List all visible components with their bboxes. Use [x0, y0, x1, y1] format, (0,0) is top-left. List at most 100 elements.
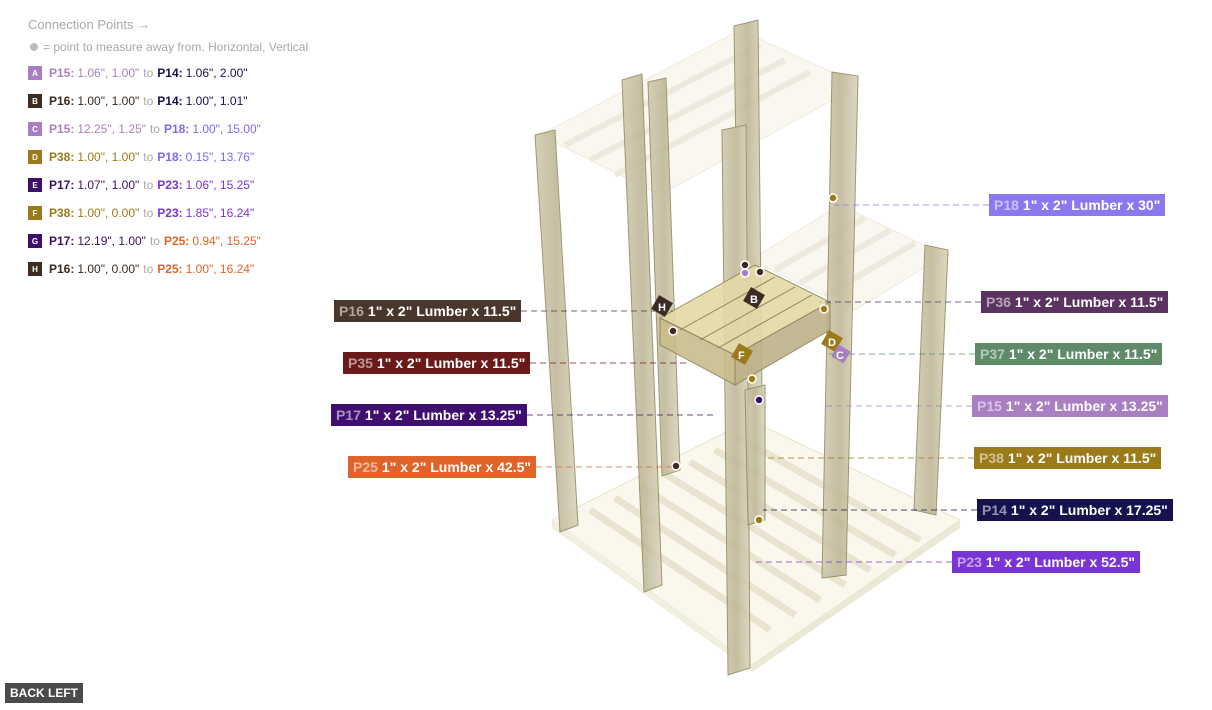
to-part: P25: [157, 262, 183, 276]
to-coords: 1.06", 15.25" [185, 178, 255, 192]
from-coords: 1.00", 0.00" [77, 206, 140, 220]
from-coords: 1.00", 0.00" [77, 262, 140, 276]
part-desc: 1" x 2" Lumber x 11.5" [1014, 294, 1164, 310]
connection-badge: B [28, 94, 42, 108]
svg-text:D: D [828, 337, 836, 349]
to-part: P23: [157, 206, 183, 220]
to-part: P14: [157, 66, 183, 80]
from-part: P17: [49, 234, 75, 248]
part-desc: 1" x 2" Lumber x 17.25" [1010, 502, 1168, 518]
from-coords: 1.07", 1.00" [77, 178, 140, 192]
connection-badge: A [28, 66, 42, 80]
part-desc: 1" x 2" Lumber x 13.25" [1005, 398, 1163, 414]
svg-text:C: C [836, 350, 844, 362]
to-coords: 1.06", 2.00" [185, 66, 248, 80]
part-id: P25 [353, 459, 378, 475]
leader-line [521, 310, 673, 312]
part-desc: 1" x 2" Lumber x 11.5" [1008, 346, 1158, 362]
part-id: P23 [957, 554, 982, 570]
part-desc: 1" x 2" Lumber x 42.5" [381, 459, 532, 475]
part-desc: 1" x 2" Lumber x 11.5" [367, 303, 517, 319]
to-part: P18: [163, 122, 190, 136]
connection-badge: F [28, 206, 42, 220]
from-coords: 12.25", 1.25" [77, 122, 146, 136]
to-coords: 1.00", 15.00" [192, 122, 261, 136]
top-shelf [538, 29, 862, 196]
to-coords: 1.00", 16.24" [185, 262, 255, 276]
measure-dot-icon [30, 43, 38, 51]
part-desc: 1" x 2" Lumber x 11.5" [1007, 450, 1157, 466]
part-desc: 1" x 2" Lumber x 52.5" [985, 554, 1136, 570]
panel-title: Connection Points → [28, 17, 151, 32]
to-word: to [143, 66, 154, 80]
to-part: P23: [157, 178, 183, 192]
to-word: to [149, 234, 160, 248]
connection-badge: C [28, 122, 42, 136]
connection-badge: H [28, 262, 42, 276]
to-coords: 1.85", 16.24" [185, 206, 255, 220]
part-id: P14 [982, 502, 1007, 518]
from-part: P16: [49, 262, 75, 276]
to-word: to [143, 206, 154, 220]
part-id: P36 [986, 294, 1011, 310]
part-id: P38 [979, 450, 1004, 466]
leader-lines [521, 204, 989, 563]
from-part: P38: [49, 206, 75, 220]
connection-points-panel: Connection Points → = point to measure a… [28, 17, 308, 290]
part-id: P17 [336, 407, 361, 423]
from-part: P17: [49, 178, 75, 192]
to-word: to [149, 122, 160, 136]
to-word: to [143, 94, 154, 108]
view-back-left-button[interactable]: BACK LEFT [5, 683, 83, 703]
from-part: P16: [49, 94, 75, 108]
part-id: P37 [980, 346, 1005, 362]
from-coords: 1.06", 1.00" [77, 66, 140, 80]
svg-text:H: H [658, 302, 666, 314]
part-desc: 1" x 2" Lumber x 13.25" [364, 407, 522, 423]
part-id: P15 [977, 398, 1002, 414]
from-coords: 1.00", 1.00" [77, 94, 140, 108]
to-part: P14: [157, 94, 183, 108]
from-part: P38: [49, 150, 75, 164]
part-id: P35 [348, 355, 373, 371]
from-coords: 1.00", 1.00" [77, 150, 140, 164]
to-coords: 1.00", 1.01" [185, 94, 248, 108]
measure-points [668, 193, 838, 525]
to-coords: 0.94", 15.25" [192, 234, 261, 248]
svg-text:B: B [750, 294, 758, 306]
to-part: P25: [163, 234, 190, 248]
to-word: to [143, 178, 154, 192]
from-coords: 12.19", 1.00" [77, 234, 146, 248]
panel-note: = point to measure away from. Horizontal… [30, 40, 308, 54]
part-id: P18 [994, 197, 1019, 213]
to-word: to [143, 150, 154, 164]
connection-badge: D [28, 150, 42, 164]
part-desc: 1" x 2" Lumber x 11.5" [376, 355, 526, 371]
from-part: P15: [49, 122, 75, 136]
to-part: P18: [157, 150, 183, 164]
connection-badge: E [28, 178, 42, 192]
to-word: to [143, 262, 154, 276]
part-id: P16 [339, 303, 364, 319]
svg-text:F: F [738, 350, 745, 362]
